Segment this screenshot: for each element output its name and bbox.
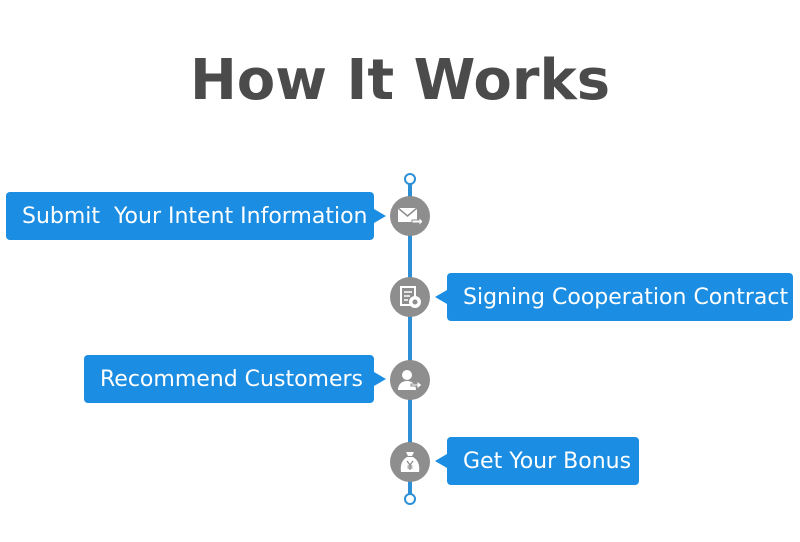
step-1-label: Submit Your Intent Information	[22, 203, 368, 229]
timeline-start-dot	[404, 173, 416, 185]
timeline-line	[408, 181, 412, 498]
money-bag-icon	[390, 442, 430, 482]
step-4-bubble: Get Your Bonus	[435, 437, 639, 485]
step-3-label: Recommend Customers	[100, 366, 364, 392]
step-4-label: Get Your Bonus	[463, 448, 632, 474]
step-2-label: Signing Cooperation Contract	[463, 284, 789, 310]
timeline-end-dot	[404, 493, 416, 505]
step-1-bubble: Submit Your Intent Information	[6, 192, 386, 240]
step-2-bubble: Signing Cooperation Contract	[435, 273, 793, 321]
envelope-arrow-icon	[390, 196, 430, 236]
step-3-bubble: Recommend Customers	[84, 355, 386, 403]
contract-icon	[390, 277, 430, 317]
user-arrow-icon	[390, 360, 430, 400]
page-title: How It Works	[189, 48, 611, 113]
